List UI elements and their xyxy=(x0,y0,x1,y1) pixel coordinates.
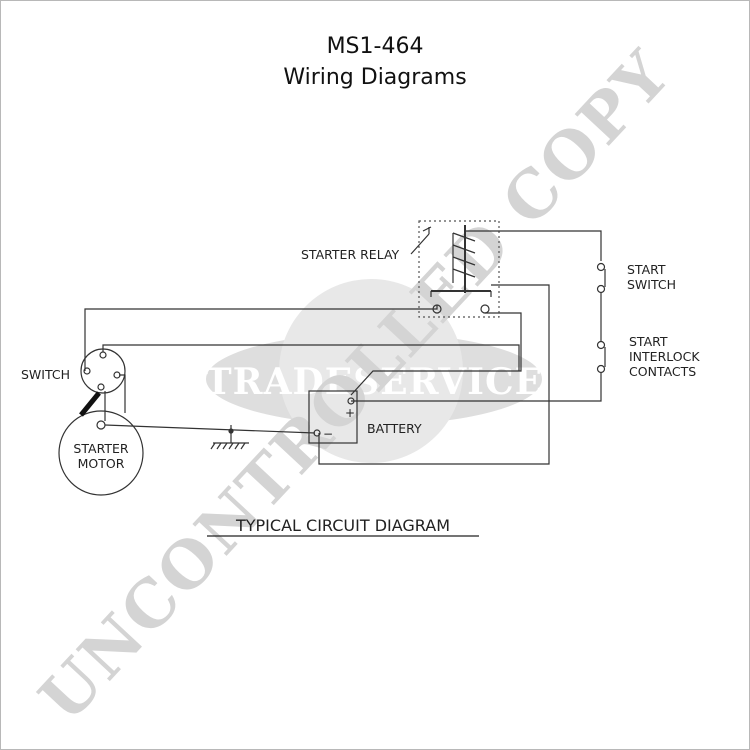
battery-plus-label: + xyxy=(345,406,355,420)
interlock-label-line3: CONTACTS xyxy=(629,364,696,379)
interlock-contact-top xyxy=(596,340,606,350)
tradeservice-logo-watermark: TRADESERVICE xyxy=(205,279,543,463)
wire-relay-to-battery-pos xyxy=(350,312,522,396)
wire-switch-top xyxy=(102,344,520,371)
diagram-caption: TYPICAL CIRCUIT DIAGRAM xyxy=(235,516,450,535)
starter-relay-box xyxy=(418,220,500,318)
page-subtitle: Wiring Diagrams xyxy=(283,65,467,90)
starter-relay-leader xyxy=(410,233,430,255)
interlock-label-line1: START xyxy=(629,334,668,349)
starter-relay-label: STARTER RELAY xyxy=(301,247,400,262)
start-switch-label-line2: SWITCH xyxy=(627,277,676,292)
battery-minus-label: − xyxy=(323,427,333,441)
circuit-wires xyxy=(58,220,606,496)
relay-coil-winding xyxy=(452,232,476,278)
wire-relay-to-switch xyxy=(84,305,438,371)
interlock-contact-bottom xyxy=(596,364,606,374)
watermark-logo-text: TRADESERVICE xyxy=(205,361,543,403)
relay-terminal-right xyxy=(480,304,490,314)
start-switch-contact-top xyxy=(596,262,606,272)
switch-motor-strap xyxy=(79,391,101,417)
page-title: MS1-464 xyxy=(326,34,424,59)
battery-label: BATTERY xyxy=(367,421,422,436)
interlock-label-line2: INTERLOCK xyxy=(629,349,700,364)
wire-motor-to-battery-neg xyxy=(104,424,316,434)
battery-positive-terminal xyxy=(347,397,355,405)
switch-label: SWITCH xyxy=(21,367,70,382)
wire-interlock-to-battery xyxy=(351,373,602,402)
start-switch-label-line1: START xyxy=(627,262,666,277)
start-switch-contact-bottom xyxy=(596,284,606,294)
uncontrolled-copy-watermark: UNCONTROLLED COPY xyxy=(25,36,685,736)
wire-coil-to-start-switch xyxy=(464,225,602,261)
wire-relay-to-battery-neg xyxy=(318,284,550,465)
battery-symbol xyxy=(308,390,358,444)
starter-motor-body xyxy=(58,410,144,496)
starter-motor-terminal xyxy=(96,420,106,430)
starter-motor-label-line2: MOTOR xyxy=(78,456,125,471)
starter-motor-label-line1: STARTER xyxy=(73,441,128,456)
switch-body xyxy=(80,348,126,394)
